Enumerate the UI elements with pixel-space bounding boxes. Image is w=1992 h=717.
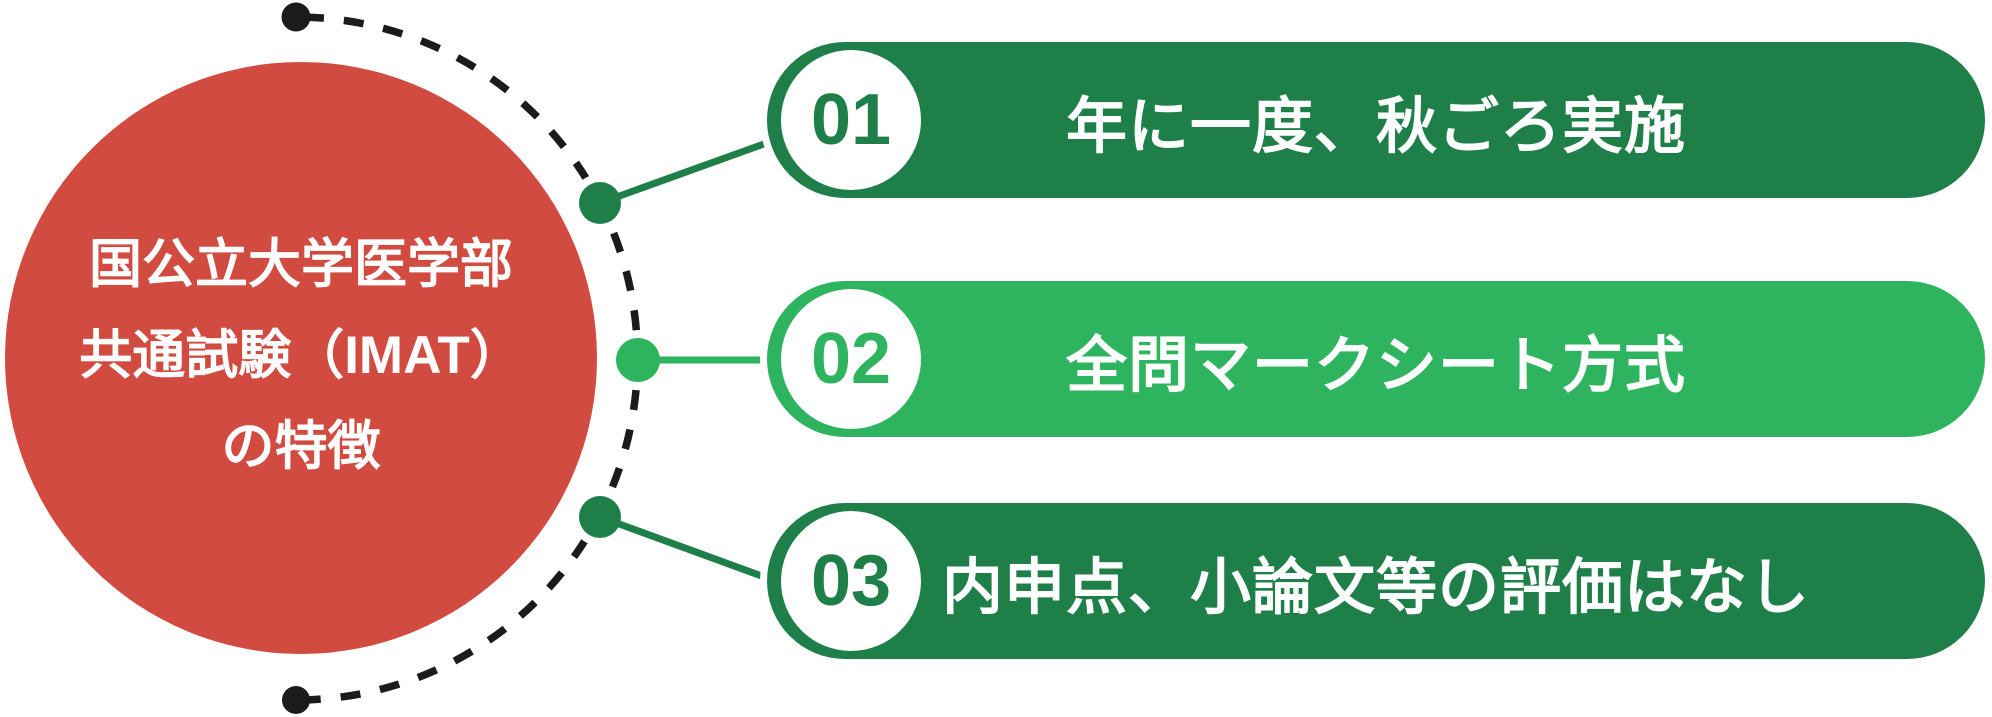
number-badge-2	[781, 289, 921, 429]
item-label-3: 内申点、小論文等の評価はなし	[941, 552, 1810, 621]
title-line-3: の特徴	[221, 417, 381, 476]
item-number-2: 02	[810, 319, 892, 399]
number-badge-1	[781, 50, 921, 190]
title-circle-text: 国公立大学医学部 共通試験（IMAT） の特徴	[1, 219, 601, 492]
title-line-2: 共通試験（IMAT）	[79, 326, 523, 385]
number-badge-3	[781, 511, 921, 651]
item-label-1: 年に一度、秋ごろ実施	[1065, 91, 1686, 160]
title-circle	[5, 62, 597, 654]
bar-2	[767, 281, 1985, 437]
orbit-end-dot-top	[281, 2, 311, 32]
bar-3	[767, 503, 1985, 659]
orbit-end-dot-bottom	[282, 686, 310, 714]
bar-1	[767, 42, 1985, 198]
item-label-2: 全問マークシート方式	[1065, 330, 1686, 399]
item-number-3: 03	[810, 541, 892, 621]
item-number-1: 01	[810, 80, 892, 160]
title-line-1: 国公立大学医学部	[89, 235, 513, 294]
